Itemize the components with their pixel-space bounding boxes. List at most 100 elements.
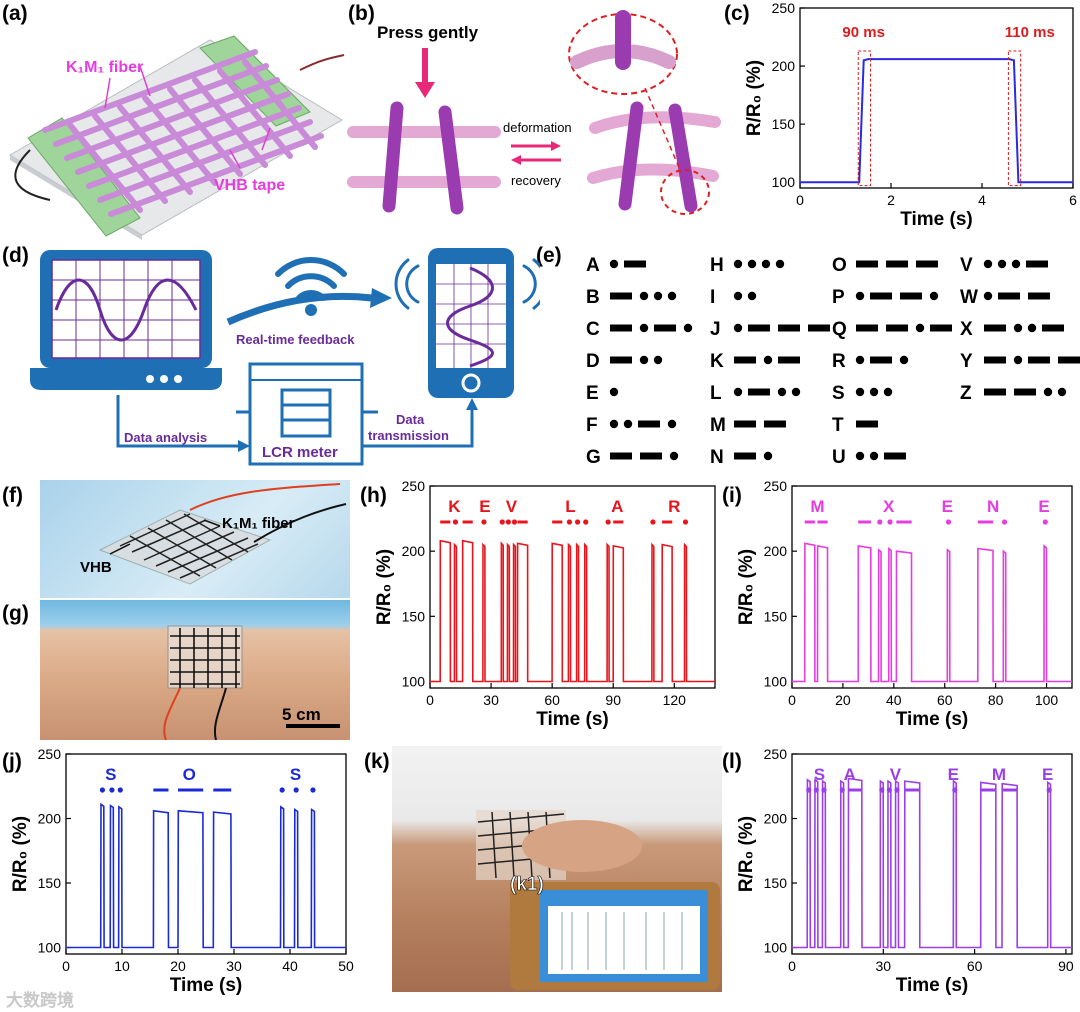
morse-dot bbox=[777, 387, 787, 397]
x-tick-label: 0 bbox=[426, 692, 434, 708]
transmission-arrow bbox=[362, 408, 474, 448]
press-label: Press gently bbox=[377, 23, 479, 42]
morse-dot-marker bbox=[99, 787, 105, 793]
morse-dash bbox=[640, 452, 662, 460]
x-tick-label: 6 bbox=[1069, 192, 1077, 208]
morse-dot-marker bbox=[1001, 519, 1008, 525]
lcr-meter-label: LCR meter bbox=[262, 444, 338, 461]
photo-fiber-grid bbox=[119, 513, 259, 579]
morse-dash bbox=[984, 324, 1006, 332]
fiber-grid bbox=[42, 49, 324, 217]
wire-black bbox=[14, 149, 51, 201]
morse-dot bbox=[1013, 323, 1023, 333]
rise-time-label: 90 ms bbox=[842, 24, 885, 41]
transmission-arrow-head bbox=[466, 398, 478, 410]
x-tick-label: 100 bbox=[1035, 692, 1059, 708]
morse-dash bbox=[1028, 356, 1050, 364]
photo-fiber-label: K₁M₁ fiber bbox=[222, 515, 295, 532]
morse-dot bbox=[747, 259, 757, 269]
morse-dash bbox=[748, 324, 770, 332]
morse-dash bbox=[886, 324, 908, 332]
morse-dot bbox=[855, 291, 865, 301]
y-axis-label: R/R₀ (%) bbox=[374, 549, 395, 625]
morse-dot-marker bbox=[310, 787, 316, 793]
y-tick-label: 150 bbox=[772, 116, 796, 132]
morse-dot-marker bbox=[887, 519, 893, 525]
y-tick-label: 150 bbox=[38, 875, 62, 891]
morse-letter: M bbox=[710, 415, 726, 436]
fiber-label: K₁M₁ fiber bbox=[66, 59, 143, 76]
morse-dot-marker bbox=[682, 519, 689, 525]
y-tick-label: 250 bbox=[772, 0, 796, 16]
panel-label-j: (j) bbox=[2, 750, 22, 773]
photo-vhb-label: VHB bbox=[80, 559, 112, 576]
morse-dash-marker bbox=[980, 788, 996, 792]
morse-dash bbox=[638, 420, 660, 428]
morse-letter-label: E bbox=[1038, 497, 1049, 516]
signal-trace bbox=[792, 542, 1072, 683]
analysis-arrow-head bbox=[238, 440, 250, 452]
x-tick-label: 4 bbox=[978, 192, 986, 208]
red-wire bbox=[163, 687, 181, 740]
vhb-film bbox=[98, 509, 272, 585]
plot-frame bbox=[65, 753, 347, 955]
x-tick-label: 0 bbox=[788, 958, 796, 974]
morse-dot-marker bbox=[511, 519, 518, 525]
x-tick-label: 90 bbox=[605, 692, 621, 708]
morse-dot bbox=[747, 291, 757, 301]
red-wire bbox=[189, 483, 341, 511]
morse-dash bbox=[610, 324, 632, 332]
morse-dot bbox=[775, 259, 785, 269]
y-tick-label: 250 bbox=[764, 746, 788, 762]
morse-dash-marker bbox=[153, 788, 169, 792]
fiber-pointer-1 bbox=[104, 77, 111, 109]
black-wire bbox=[214, 687, 227, 740]
morse-dash-marker bbox=[904, 788, 920, 792]
morse-dash bbox=[1026, 260, 1048, 268]
x-tick-label: 120 bbox=[663, 692, 687, 708]
morse-dash-marker bbox=[977, 520, 994, 524]
morse-letter: O bbox=[832, 255, 847, 276]
morse-dash bbox=[734, 356, 756, 364]
morse-letter-label: E bbox=[479, 497, 490, 516]
patch-grid bbox=[477, 811, 565, 879]
morse-dash-marker bbox=[552, 520, 563, 524]
x-axis-label: Time (s) bbox=[896, 975, 969, 996]
morse-dash bbox=[856, 420, 878, 428]
y-tick-label: 200 bbox=[764, 811, 788, 827]
morse-letter: Z bbox=[960, 383, 972, 404]
morse-letter-label: E bbox=[948, 765, 959, 784]
fiber-cross-undeformed bbox=[347, 101, 501, 215]
laptop-dot bbox=[174, 375, 182, 383]
morse-dash-marker bbox=[178, 788, 204, 792]
panel-label-i: (i) bbox=[722, 484, 742, 507]
morse-dot-marker bbox=[109, 787, 115, 793]
plot-frame bbox=[791, 753, 1073, 955]
y-tick-label: 100 bbox=[772, 174, 796, 190]
morse-letter-label: E bbox=[942, 497, 953, 516]
x-tick-label: 2 bbox=[887, 192, 895, 208]
morse-dash bbox=[930, 324, 952, 332]
x-tick-label: 60 bbox=[544, 692, 560, 708]
morse-letter: W bbox=[960, 287, 978, 308]
analysis-arrow bbox=[116, 395, 240, 448]
wifi-icon bbox=[275, 257, 347, 301]
morse-dash-marker bbox=[1002, 788, 1018, 792]
morse-dot bbox=[609, 387, 619, 397]
x-tick-label: 0 bbox=[788, 692, 796, 708]
signal-trace bbox=[430, 539, 715, 683]
morse-letter: U bbox=[832, 447, 846, 468]
panel-d-system-diagram: Real-time feedback LCR meter Data analys… bbox=[30, 248, 540, 466]
panel-label-k1: (k1) bbox=[510, 874, 544, 896]
phone-home-button bbox=[461, 373, 481, 393]
y-tick-label: 100 bbox=[764, 940, 788, 956]
morse-dot bbox=[763, 355, 773, 365]
morse-letter: T bbox=[832, 415, 844, 436]
morse-dot bbox=[667, 291, 677, 301]
morse-dot-marker bbox=[839, 787, 845, 793]
morse-letter-label: K bbox=[448, 497, 461, 516]
server-icon bbox=[280, 388, 332, 438]
